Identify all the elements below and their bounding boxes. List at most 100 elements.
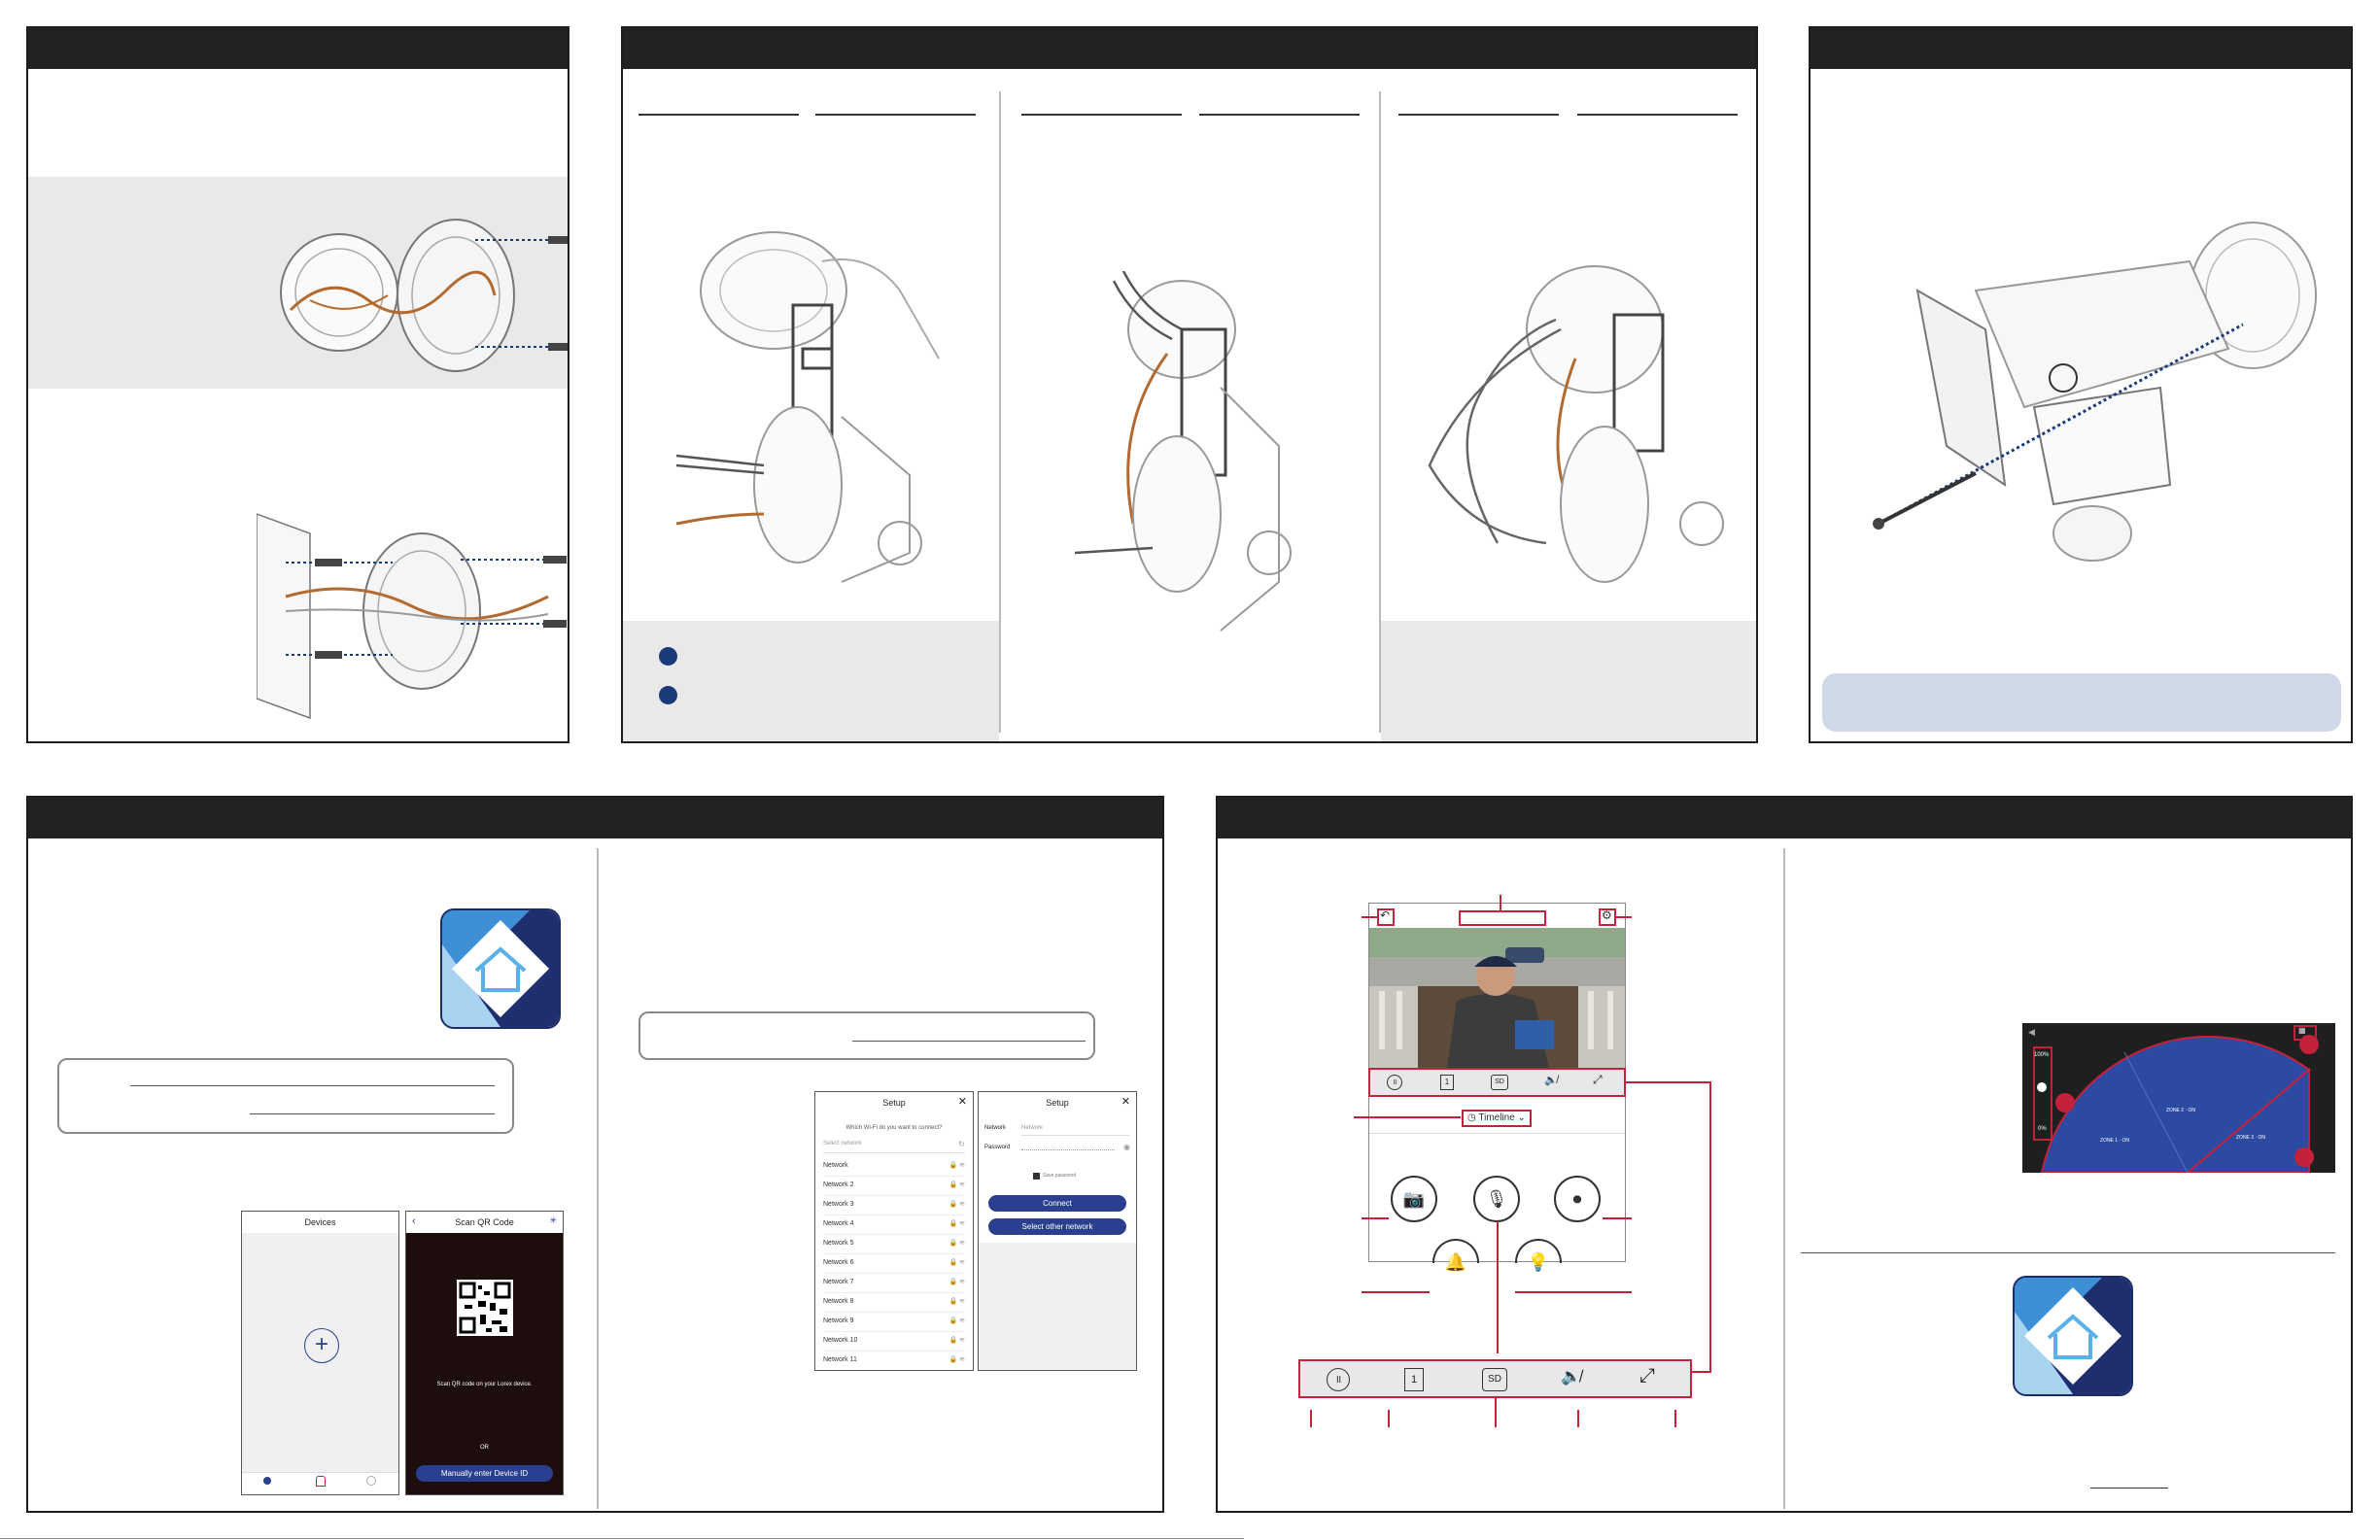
sd-icon[interactable]: SD xyxy=(1482,1368,1507,1391)
live-toolbar: ॥ 1 SD 🔈̸ ⤢ xyxy=(1369,1069,1625,1096)
pause-icon[interactable]: ॥ xyxy=(1387,1075,1402,1090)
network-name: Network xyxy=(823,1162,848,1169)
rule xyxy=(2090,1488,2168,1489)
refresh-icon[interactable]: ↻ xyxy=(958,1140,965,1148)
grid-icon[interactable]: ▦ xyxy=(2298,1026,2306,1035)
network-item[interactable]: Network 2🔒 ≋ xyxy=(823,1176,965,1196)
network-item[interactable]: Network 11🔒 ≋ xyxy=(823,1351,965,1370)
chevron-down-icon: ⌄ xyxy=(1514,1112,1526,1123)
scan-instruction: Scan QR code on your Lorex device. xyxy=(436,1382,533,1387)
record-button[interactable]: ⏺ xyxy=(1554,1176,1601,1222)
network-item[interactable]: Network 6🔒 ≋ xyxy=(823,1253,965,1274)
network-item[interactable]: Network 10🔒 ≋ xyxy=(823,1331,965,1352)
section-rule xyxy=(1801,1252,2335,1253)
network-name: Network 10 xyxy=(823,1337,858,1344)
rule xyxy=(815,114,976,116)
callout-line xyxy=(1362,1291,1430,1293)
nav-devices-icon[interactable] xyxy=(263,1477,271,1485)
add-device-button[interactable]: + xyxy=(304,1328,339,1363)
save-password-label: Save password xyxy=(1043,1173,1077,1179)
setup-wifi-form: Setup ✕ Network Network Password ◉ Save … xyxy=(978,1091,1137,1371)
panel-mount-bracket xyxy=(26,26,569,743)
clock-icon: ◷ xyxy=(1467,1112,1479,1123)
network-field[interactable]: Network xyxy=(1021,1125,1130,1136)
fullscreen-icon[interactable]: ⤢ xyxy=(1593,1073,1603,1086)
network-item[interactable]: Network 8🔒 ≋ xyxy=(823,1292,965,1313)
save-password-checkbox[interactable] xyxy=(1033,1173,1040,1180)
panel-header xyxy=(623,28,1756,69)
network-item[interactable]: Network 3🔒 ≋ xyxy=(823,1195,965,1215)
lock-wifi-icon: 🔒 ≋ xyxy=(949,1181,965,1188)
percent-top: 100% xyxy=(2034,1052,2050,1058)
bullet-dot xyxy=(659,686,677,704)
fullscreen-icon[interactable]: ⤢ xyxy=(1639,1365,1655,1386)
timeline-button[interactable]: ◷ Timeline ⌄ xyxy=(1462,1110,1532,1127)
percent-bottom: 0% xyxy=(2038,1126,2047,1132)
talk-button[interactable]: 🎙 xyxy=(1473,1176,1520,1222)
password-label: Password xyxy=(984,1145,1011,1150)
panel-app-setup: Devices + ‹ Scan QR Code ✳ Scan Q xyxy=(26,796,1164,1513)
app-icon[interactable] xyxy=(2013,1276,2133,1396)
network-name: Network 4 xyxy=(823,1220,854,1227)
single-view-icon[interactable]: 1 xyxy=(1404,1368,1424,1391)
light-button[interactable]: 💡 xyxy=(1515,1239,1562,1272)
app-icon[interactable] xyxy=(440,908,561,1029)
mute-icon[interactable]: 🔈̸ xyxy=(1544,1075,1558,1086)
info-note-box xyxy=(1822,673,2341,732)
lock-wifi-icon: 🔒 ≋ xyxy=(949,1318,965,1324)
connect-button[interactable]: Connect xyxy=(988,1195,1126,1212)
snapshot-button[interactable]: 📷 xyxy=(1391,1176,1437,1222)
close-icon[interactable]: ✕ xyxy=(957,1096,967,1108)
single-view-icon[interactable]: 1 xyxy=(1440,1075,1454,1090)
devices-screen: Devices + xyxy=(241,1211,399,1495)
gear-icon[interactable]: ⚙ xyxy=(1602,908,1612,922)
back-icon[interactable]: ◀ xyxy=(2028,1027,2035,1037)
panel-wiring xyxy=(621,26,1758,743)
network-item[interactable]: Network 4 🔒 ≋ xyxy=(823,1215,965,1235)
callout-line xyxy=(1497,1221,1499,1353)
flash-icon[interactable]: ✳ xyxy=(549,1215,557,1225)
scan-or: OR xyxy=(480,1445,489,1451)
network-item[interactable]: Network 5🔒 ≋ xyxy=(823,1234,965,1254)
network-name: Network 8 xyxy=(823,1298,854,1305)
callout-line xyxy=(1388,1410,1390,1427)
wiring-diagram-3 xyxy=(1428,265,1724,583)
lock-wifi-icon: 🔒 ≋ xyxy=(949,1220,965,1227)
select-other-network-button[interactable]: Select other network xyxy=(988,1218,1126,1235)
sd-icon[interactable]: SD xyxy=(1491,1075,1508,1090)
network-item[interactable]: Network 9 🔒 ≋ xyxy=(823,1312,965,1332)
back-icon[interactable]: ↶ xyxy=(1380,908,1391,922)
callout-line xyxy=(1603,1217,1632,1219)
bracket-diagram-1 xyxy=(280,219,568,372)
nav-account-icon[interactable] xyxy=(366,1476,376,1486)
panel-attach-light xyxy=(1809,26,2353,743)
light-mount-diagram xyxy=(1873,222,2317,562)
lock-wifi-icon: 🔒 ≋ xyxy=(949,1356,965,1363)
network-name: Network 6 xyxy=(823,1259,854,1266)
mute-icon[interactable]: 🔈̸ xyxy=(1561,1367,1582,1386)
live-photo xyxy=(1369,928,1625,1069)
network-item[interactable]: Network 7🔒 ≋ xyxy=(823,1273,965,1293)
manual-entry-button[interactable]: Manually enter Device ID xyxy=(416,1465,553,1482)
callout-line xyxy=(1310,1410,1312,1427)
qr-code xyxy=(457,1280,513,1336)
zone-1-label: ZONE 1 · ON xyxy=(2100,1138,2130,1144)
panel-header xyxy=(1811,28,2351,69)
nav-alerts-icon[interactable] xyxy=(316,1476,326,1487)
column-divider xyxy=(999,91,1001,733)
callout-line xyxy=(1362,1217,1389,1219)
pause-icon[interactable]: ॥ xyxy=(1327,1368,1350,1391)
password-field[interactable] xyxy=(1021,1148,1115,1150)
network-name: Network 9 xyxy=(823,1318,854,1324)
select-network[interactable]: Select network xyxy=(823,1141,965,1153)
back-icon[interactable]: ‹ xyxy=(412,1215,416,1227)
note-box xyxy=(57,1058,514,1134)
siren-button[interactable]: 🔔 xyxy=(1432,1239,1479,1272)
wiring-diagram-1 xyxy=(676,231,940,583)
form-body xyxy=(979,1243,1136,1370)
network-item[interactable]: Network🔒 ≋ xyxy=(823,1156,965,1177)
bracket-diagram-2 xyxy=(257,513,567,720)
rule xyxy=(1021,114,1182,116)
eye-icon[interactable]: ◉ xyxy=(1123,1143,1130,1151)
close-icon[interactable]: ✕ xyxy=(1121,1096,1130,1108)
